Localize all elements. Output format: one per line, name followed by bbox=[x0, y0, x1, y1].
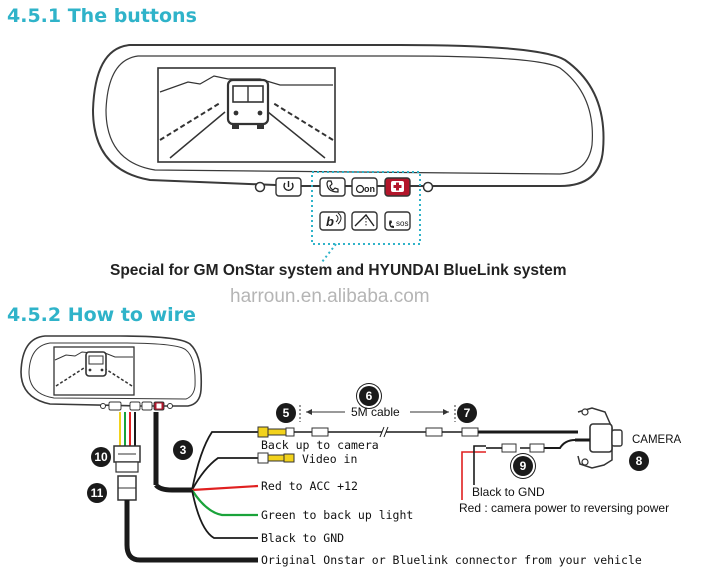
light-sensor-left bbox=[254, 181, 266, 193]
sos-call-icon bbox=[389, 220, 394, 228]
marker-8: 8 bbox=[629, 451, 649, 471]
marker-5: 5 bbox=[276, 403, 296, 423]
label-backup-camera: Back up to camera bbox=[261, 438, 379, 452]
heading-buttons: 4.5.1 The buttons bbox=[7, 5, 197, 27]
phone-icon bbox=[326, 180, 339, 193]
label-red-acc: Red to ACC +12 bbox=[261, 479, 358, 493]
cable-plug-left bbox=[311, 427, 329, 437]
wire-black-gnd bbox=[191, 489, 258, 539]
camera-red-wire bbox=[461, 451, 486, 500]
marker-7: 7 bbox=[457, 403, 477, 423]
bluelink-icon: b bbox=[326, 214, 334, 229]
cable-plug-right bbox=[425, 427, 443, 437]
power-button[interactable] bbox=[275, 177, 302, 197]
bus-icon bbox=[226, 78, 270, 129]
emergency-button[interactable] bbox=[384, 177, 411, 197]
route-button[interactable] bbox=[351, 211, 378, 231]
wire-video-in bbox=[191, 457, 260, 491]
light-sensor-right bbox=[422, 181, 434, 193]
vehicle-connector-harness bbox=[124, 500, 258, 563]
label-vehicle-connector: Original Onstar or Bluelink connector fr… bbox=[261, 553, 642, 567]
mirror-large bbox=[91, 44, 605, 187]
onstar-text: on bbox=[364, 184, 375, 194]
marker-9: 9 bbox=[513, 456, 533, 476]
caption-special: Special for GM OnStar system and HYUNDAI… bbox=[110, 262, 567, 279]
heading-wire: 4.5.2 How to wire bbox=[7, 304, 196, 326]
rca-plug-video bbox=[257, 452, 295, 464]
label-camera-black-gnd: Black to GND bbox=[472, 485, 545, 499]
camera bbox=[544, 407, 623, 469]
label-black-gnd: Black to GND bbox=[261, 531, 345, 545]
onstar-icon bbox=[355, 184, 365, 194]
power-icon bbox=[283, 181, 294, 192]
wire-green bbox=[191, 489, 258, 517]
rca-plug-backup bbox=[257, 426, 295, 438]
bluelink-button[interactable]: b bbox=[319, 211, 346, 231]
marker-3: 3 bbox=[173, 440, 193, 460]
camera-plug bbox=[461, 427, 479, 437]
emergency-cross-icon bbox=[393, 182, 402, 191]
highlight-pointer bbox=[321, 243, 337, 263]
sos-button[interactable]: sos bbox=[384, 211, 411, 231]
phone-button[interactable] bbox=[319, 177, 346, 197]
mirror-small bbox=[20, 335, 203, 411]
label-cable-length: 5M cable bbox=[351, 405, 400, 419]
label-video-in: Video in bbox=[302, 452, 358, 466]
label-camera: CAMERA bbox=[632, 434, 682, 446]
marker-11: 11 bbox=[87, 483, 107, 503]
onstar-button[interactable]: on bbox=[351, 177, 378, 197]
label-camera-red: Red : camera power to reversing power bbox=[459, 501, 670, 515]
sos-text: sos bbox=[396, 219, 408, 228]
wire-red-acc bbox=[191, 484, 259, 492]
label-green-backup: Green to back up light bbox=[261, 508, 414, 522]
watermark: harroun.en.alibaba.com bbox=[230, 286, 430, 307]
marker-6: 6 bbox=[359, 386, 379, 406]
camera-black-wire bbox=[473, 445, 486, 485]
marker-10: 10 bbox=[91, 447, 111, 467]
wire-backup-camera bbox=[191, 431, 260, 491]
route-icon bbox=[354, 213, 375, 227]
